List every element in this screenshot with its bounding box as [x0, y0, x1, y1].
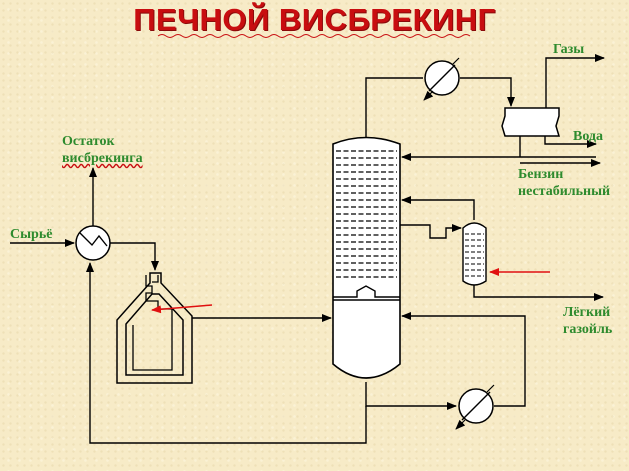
naphtha-label-line2: нестабильный — [518, 184, 611, 199]
gases-label-text: Газы — [553, 42, 585, 57]
column-chimney-tray — [333, 285, 400, 301]
diagram-title: ПЕЧНОЙ ВИСБРЕКИНГ — [133, 2, 496, 37]
process-lines — [10, 54, 605, 444]
water-label: Вода — [573, 128, 603, 145]
column-trays — [336, 150, 397, 278]
reflux-drum — [501, 107, 561, 137]
fractionation-column — [332, 136, 401, 379]
furnace — [116, 272, 193, 384]
stripper-trays — [465, 233, 484, 277]
overhead-condenser — [423, 57, 460, 101]
furnace-coil — [132, 275, 173, 371]
gasoil-label: Лёгкий газойль — [563, 304, 612, 338]
heat-input-arrows — [151, 268, 550, 314]
gases-label: Газы — [553, 41, 584, 58]
gasoil-label-line2: газойль — [563, 322, 613, 337]
furnace-burner-arrow — [151, 304, 213, 314]
residue-label: Остаток висбрекинга — [62, 133, 143, 167]
pumparound-cooler — [455, 384, 495, 430]
naphtha-label: Бензин нестабильный — [518, 166, 610, 200]
residue-label-line1: Остаток — [62, 134, 115, 149]
residue-label-line2: висбрекинга — [62, 151, 143, 166]
title-underline — [157, 34, 471, 38]
water-label-text: Вода — [573, 129, 604, 144]
naphtha-label-line1: Бензин — [518, 167, 564, 182]
feed-label-text: Сырьё — [10, 227, 53, 242]
feed-label: Сырьё — [10, 226, 52, 243]
feed-heat-exchanger — [75, 225, 111, 261]
gasoil-label-line1: Лёгкий — [563, 305, 611, 320]
